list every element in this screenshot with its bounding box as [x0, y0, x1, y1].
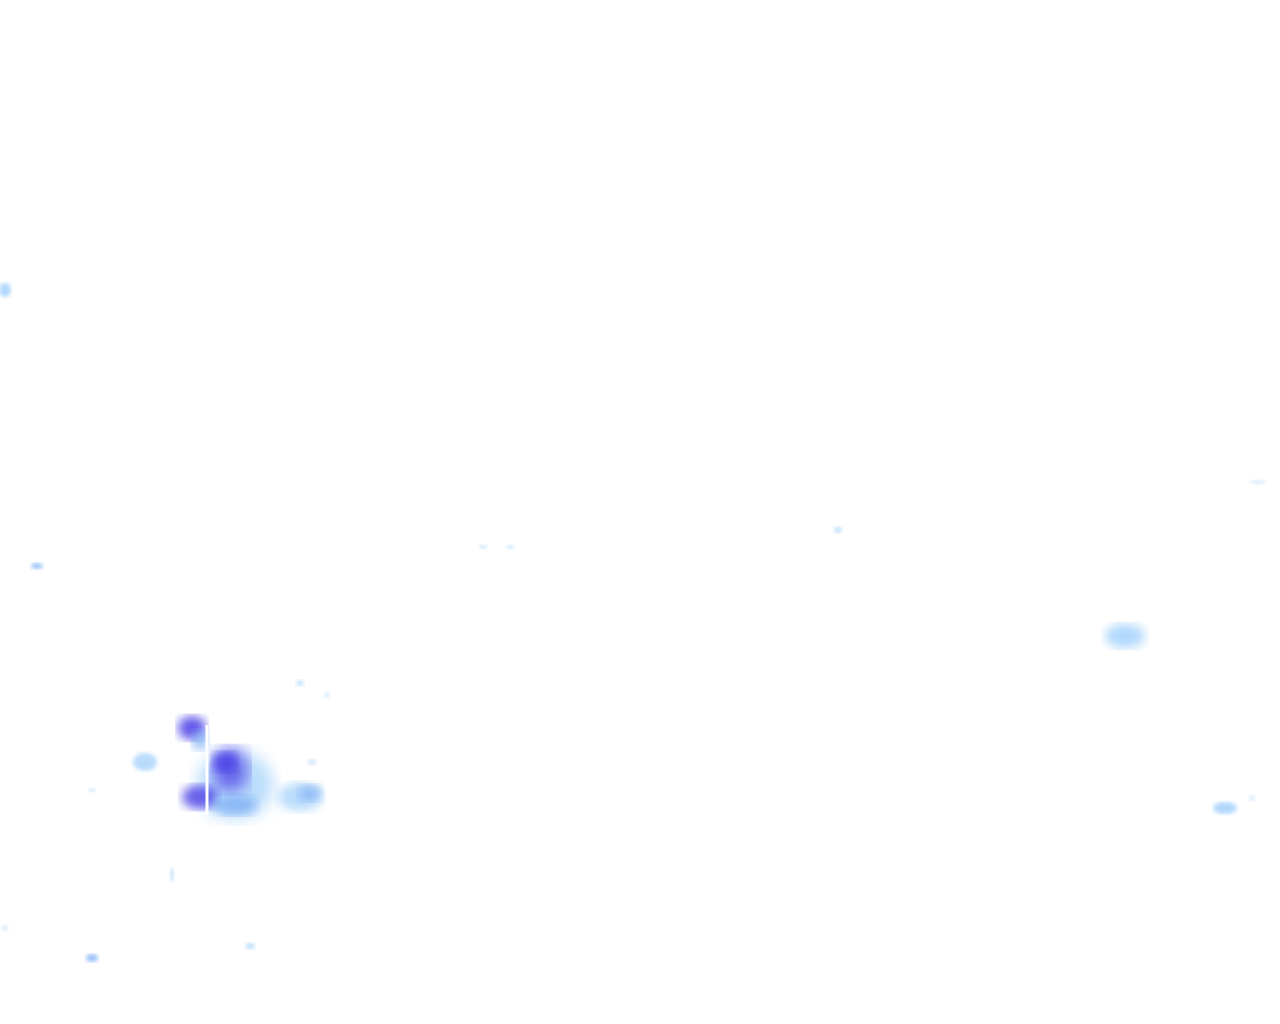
precipitation-cell-medium — [213, 795, 257, 815]
precipitation-cell-light — [834, 527, 842, 533]
precipitation-cell-light — [479, 545, 487, 549]
precipitation-cell-heavy — [182, 785, 218, 809]
precipitation-cell-light — [1105, 624, 1145, 648]
precipitation-cell-light — [506, 545, 514, 549]
precipitation-cell-light — [2, 925, 8, 931]
precipitation-cell-light — [245, 943, 255, 949]
precipitation-cell-medium — [86, 954, 98, 962]
precipitation-cell-light — [296, 680, 304, 686]
precipitation-cell-heavy — [213, 752, 237, 772]
precipitation-cell-light — [1249, 795, 1255, 801]
precipitation-cell-medium — [192, 730, 208, 750]
precipitation-cell-light — [324, 692, 330, 698]
precipitation-cell-light — [170, 868, 174, 882]
precipitation-cell-light — [308, 759, 316, 765]
precipitation-cell-medium — [31, 563, 43, 569]
precipitation-cell-light — [0, 283, 11, 297]
precipitation-cell-medium — [298, 785, 322, 801]
precipitation-cell-light — [89, 788, 95, 792]
precipitation-cell-light — [133, 753, 157, 771]
precipitation-cell-light — [1250, 480, 1266, 484]
precipitation-cell-light — [1213, 802, 1237, 814]
